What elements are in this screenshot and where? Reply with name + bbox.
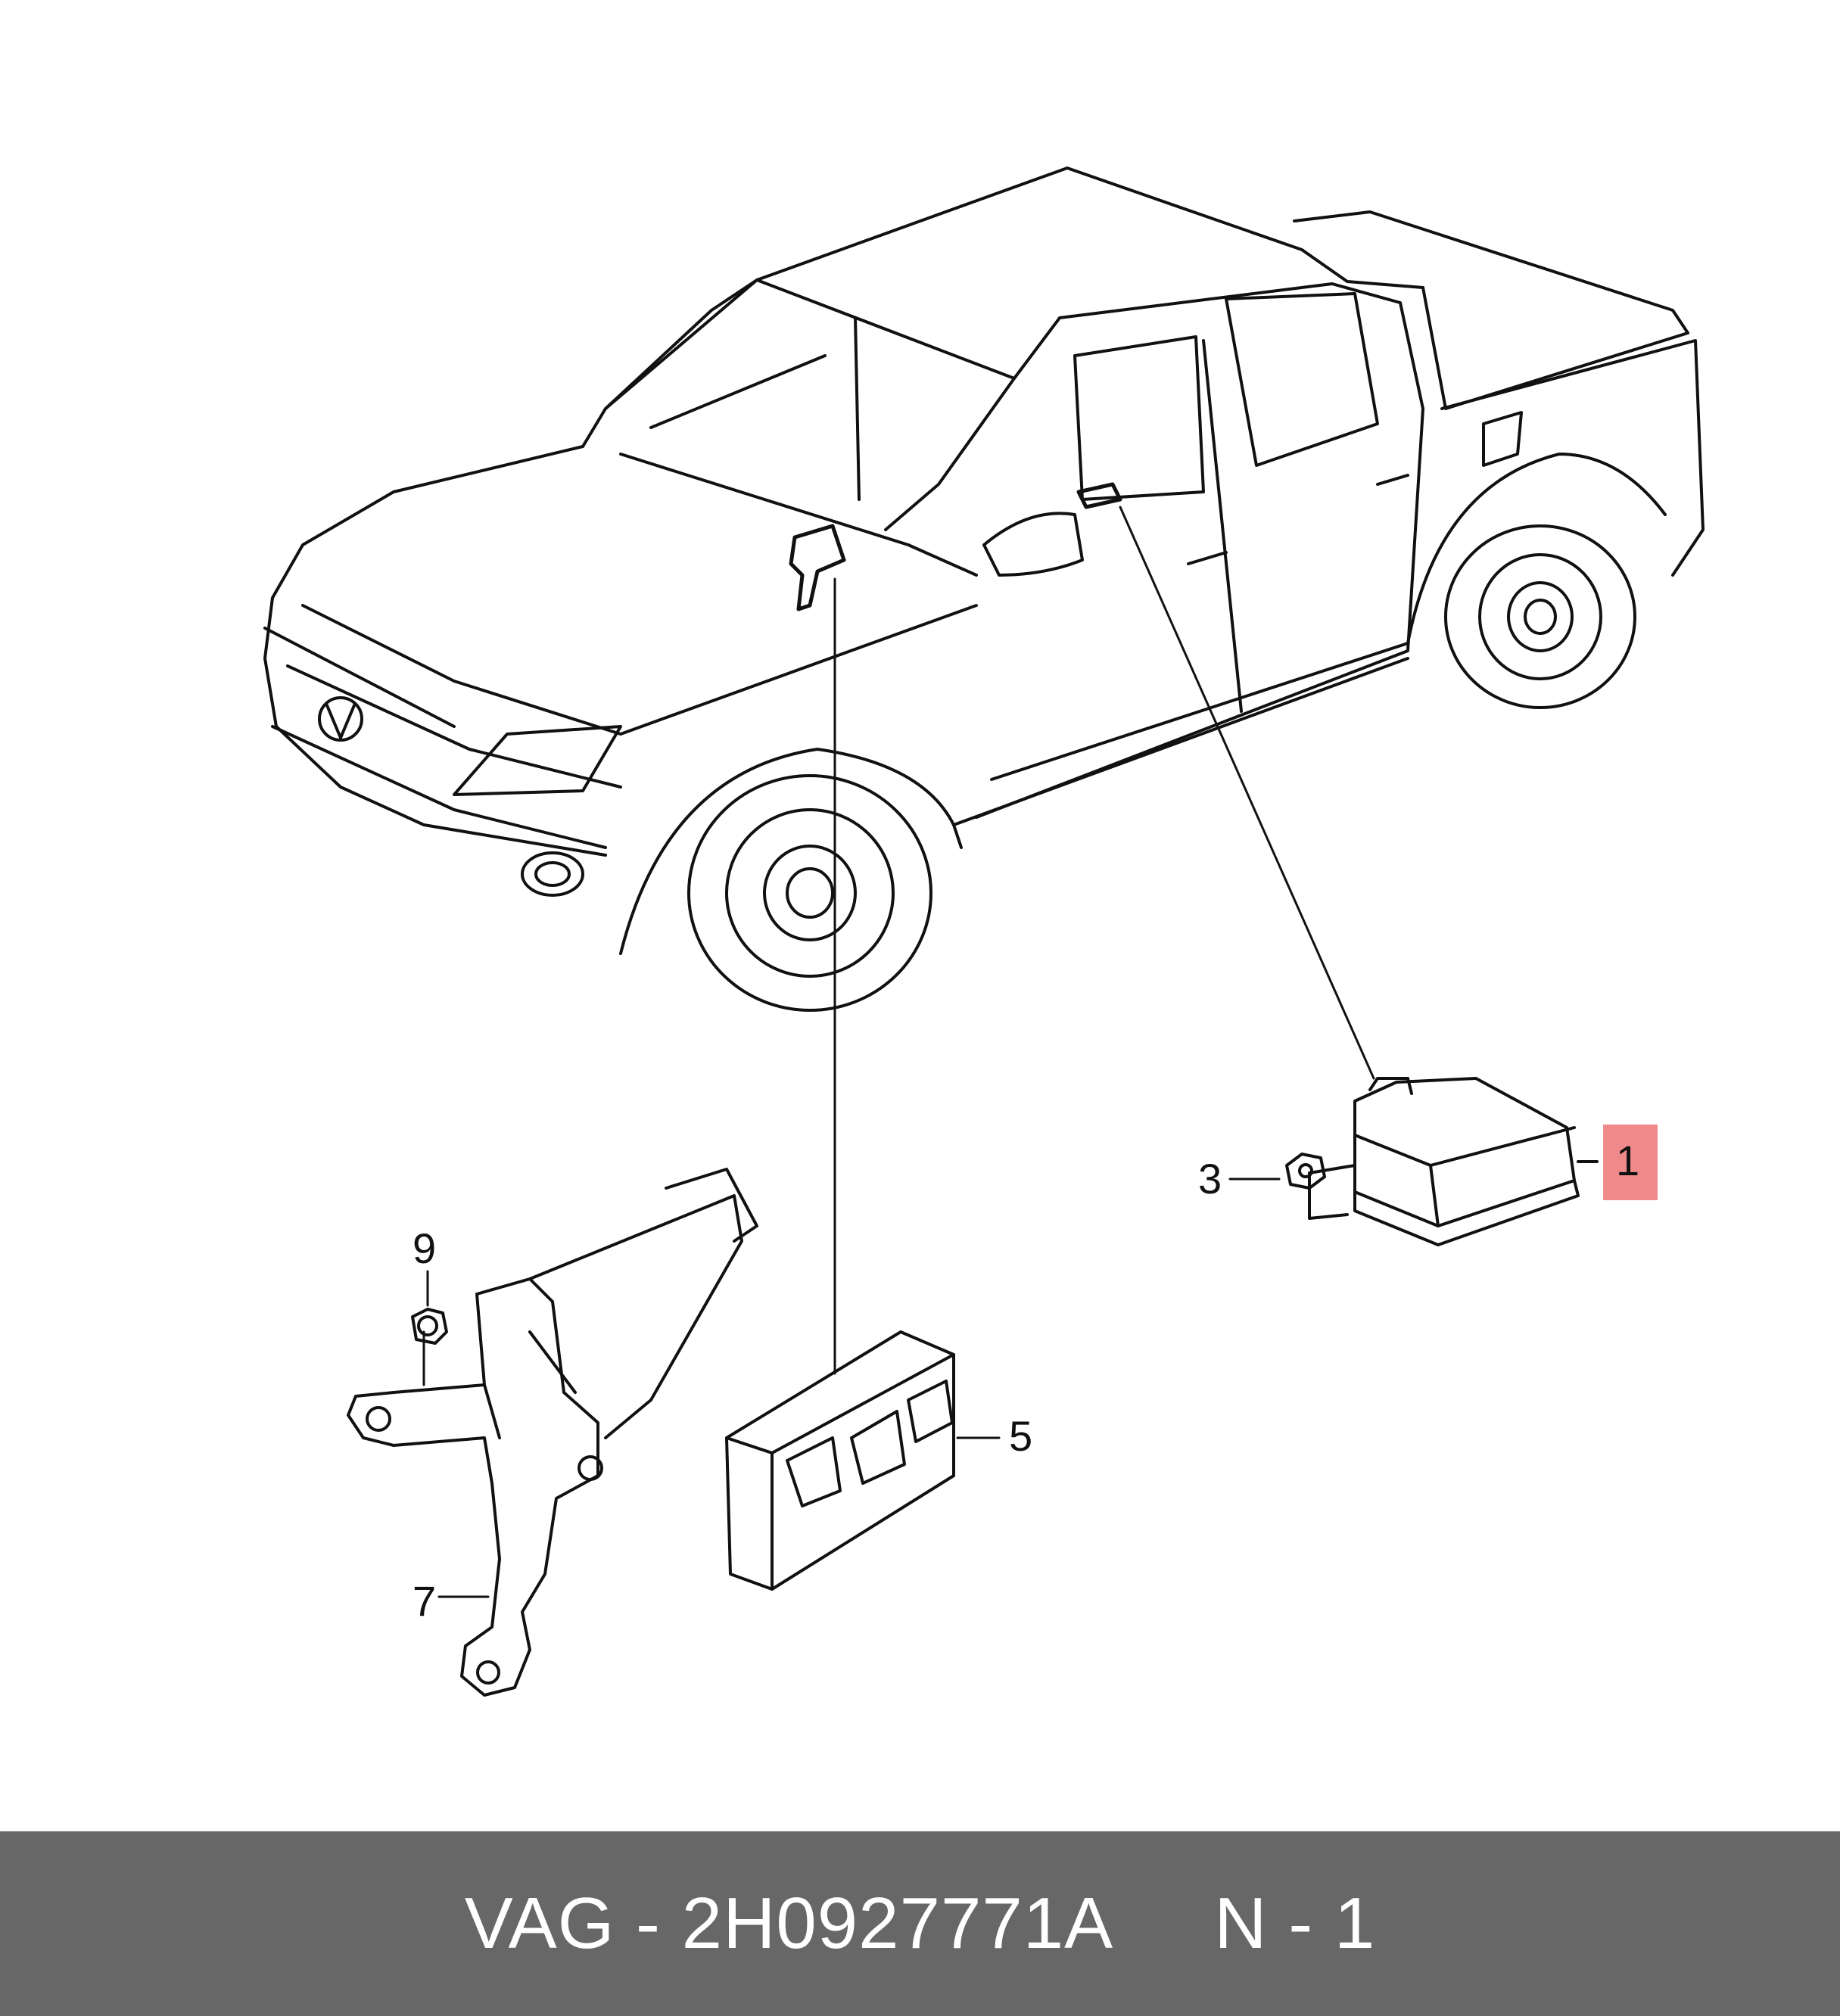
pickup-truck-illustration bbox=[263, 166, 1705, 1012]
callout-7: 7 bbox=[413, 1577, 437, 1625]
part-number-footer: VAG - 2H0927771A N - 1 bbox=[0, 1831, 1840, 2016]
part-number-label: VAG - 2H0927771A N - 1 bbox=[464, 1883, 1376, 1964]
callout-3: 3 bbox=[1198, 1155, 1222, 1202]
part-3-nut bbox=[1228, 1153, 1326, 1190]
exploded-parts-diagram bbox=[263, 166, 1705, 1697]
callout-1: 1 bbox=[1616, 1137, 1640, 1184]
callout-5: 5 bbox=[1009, 1412, 1033, 1460]
part-1-control-module bbox=[1308, 1077, 1599, 1246]
part-9-clip bbox=[411, 1270, 448, 1345]
highlighted-callout-box bbox=[1603, 1125, 1658, 1200]
vehicle-location-markers bbox=[789, 482, 1122, 611]
part-7-bracket bbox=[347, 1168, 758, 1697]
callout-9: 9 bbox=[413, 1224, 437, 1272]
leader-lines bbox=[833, 506, 1375, 1375]
part-5-control-unit bbox=[725, 1330, 1001, 1591]
